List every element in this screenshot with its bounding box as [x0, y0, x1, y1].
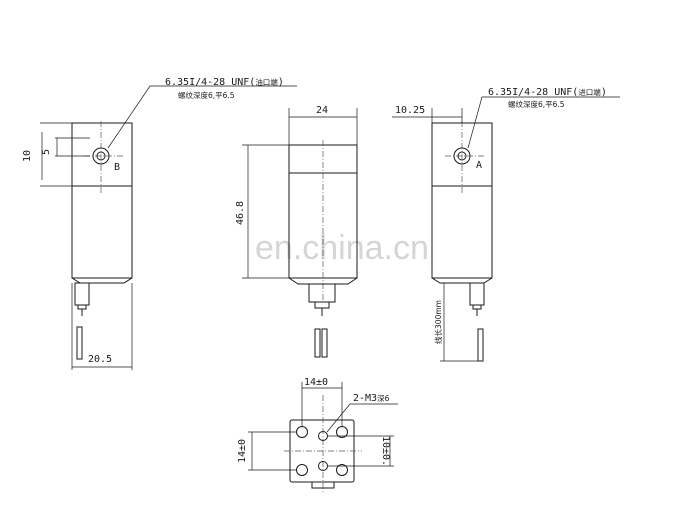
left-connector	[74, 282, 90, 306]
bottom-screw-leader	[326, 403, 398, 433]
right-taper	[431, 277, 493, 284]
left-port-label-close: )	[278, 77, 284, 88]
watermark: en.china.cn	[255, 229, 429, 267]
center-dim-width: 24	[316, 105, 328, 116]
right-port-label-group: 6.35I/4-28 UNF(进口端)	[488, 87, 607, 98]
left-port-label-cjk: 油口端	[255, 77, 278, 87]
left-dim-width: 20.5	[88, 354, 112, 365]
center-dim-height: 46.8	[235, 201, 246, 225]
right-connector	[469, 282, 485, 306]
bottom-screw-note-group: 2-M3深6	[353, 393, 390, 404]
bottom-hole-br	[336, 464, 348, 476]
right-port-leader	[467, 96, 620, 149]
left-view: B 6.35I/4-28 UNF(油口端) 螺纹深度6,平6.5 10 5 20…	[22, 77, 297, 370]
left-port-leader	[107, 85, 297, 149]
left-taper	[71, 277, 133, 284]
right-dim-offset: 10.25	[395, 105, 425, 116]
center-wire-b	[321, 328, 328, 358]
bottom-m3-hole-top	[318, 431, 328, 441]
left-dim-port: 5	[41, 149, 52, 155]
bottom-hole-tl	[296, 426, 308, 438]
left-body	[71, 122, 133, 279]
center-view: 24 46.8	[235, 105, 358, 358]
bottom-dim-left: 14±0	[237, 439, 248, 463]
center-connector	[308, 283, 336, 303]
bottom-dim-right: 10±0.	[380, 436, 391, 466]
bottom-screw-note-cjk: 深6	[377, 394, 389, 403]
bottom-view: 14±0 2-M3深6 14±0 10±0.	[237, 377, 398, 492]
center-connector-nut	[314, 301, 330, 309]
left-port-letter: B	[114, 162, 120, 173]
left-thread-note: 螺纹深度6,平6.5	[178, 90, 235, 100]
right-view: A 6.35I/4-28 UNF(进口端) 螺纹深度6,平6.5 10.25 线…	[392, 87, 620, 362]
center-wire-a	[314, 328, 321, 358]
left-connector-tip	[77, 304, 87, 310]
right-wire	[477, 328, 484, 362]
left-port-label: 6.35I/4-28 UNF(	[165, 77, 255, 88]
right-connector-tip	[472, 304, 482, 310]
bottom-dim-top: 14±0	[304, 377, 328, 388]
left-port-label-group: 6.35I/4-28 UNF(油口端)	[165, 77, 284, 88]
right-port-label-close: )	[601, 87, 607, 98]
right-thread-note: 螺纹深度6,平6.5	[508, 99, 565, 109]
left-dim-height: 10	[22, 150, 33, 162]
right-port-label: 6.35I/4-28 UNF(	[488, 87, 578, 98]
bottom-hole-tr	[336, 426, 348, 438]
right-port-letter: A	[476, 160, 482, 171]
bottom-screw-note: 2-M3	[353, 393, 377, 404]
right-dim-cable: 线长300mm	[433, 300, 443, 344]
bottom-hole-bl	[296, 464, 308, 476]
right-port-label-cjk: 进口端	[578, 87, 601, 97]
left-wire	[76, 326, 83, 360]
bottom-m3-hole-bot	[318, 461, 328, 471]
